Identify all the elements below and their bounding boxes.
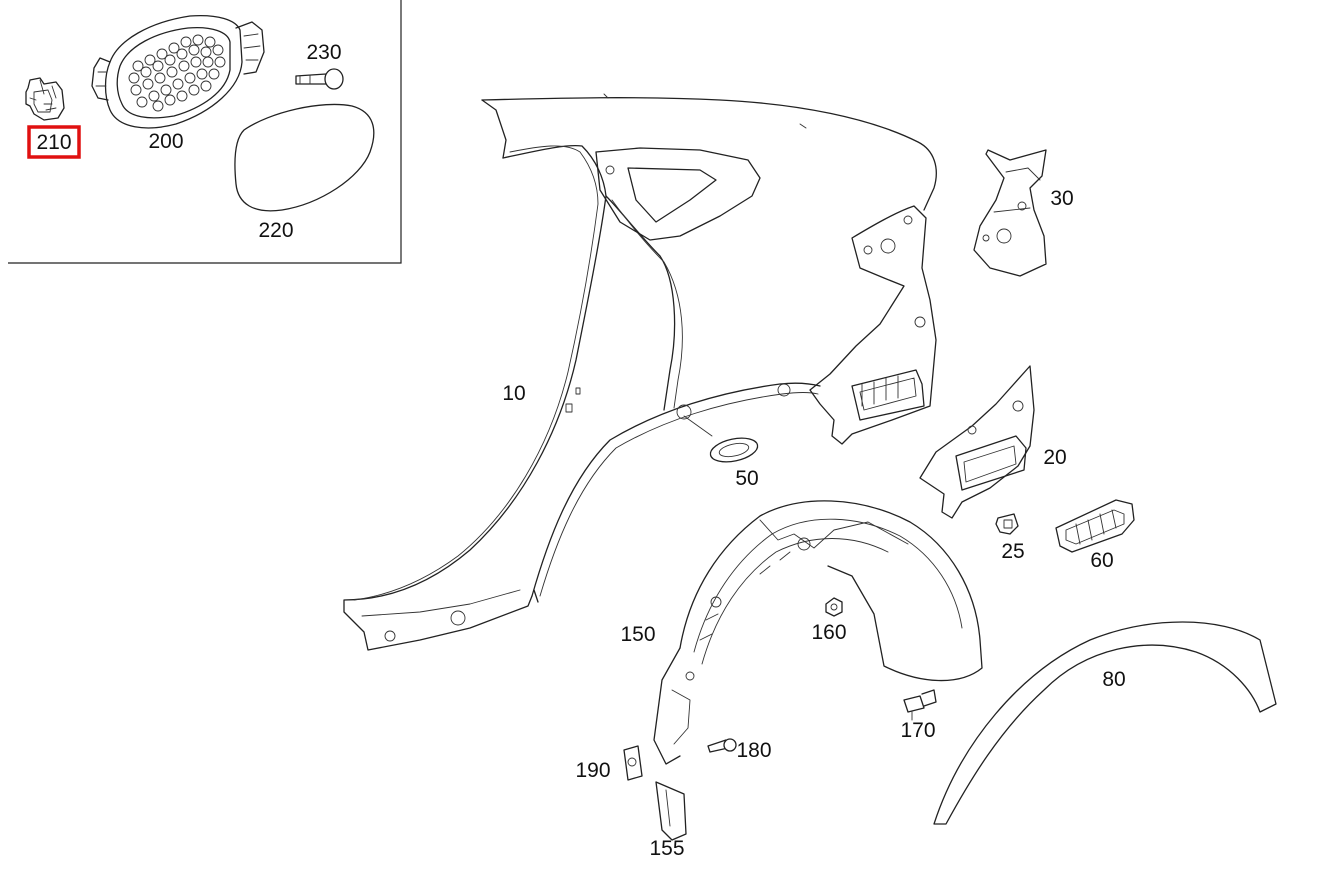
part-220-fuel-door[interactable]: [234, 103, 375, 212]
label-170[interactable]: 170: [900, 719, 935, 742]
part-230-bolt[interactable]: [295, 68, 344, 90]
label-50[interactable]: 50: [735, 467, 758, 490]
part-50-grommet[interactable]: [683, 415, 760, 466]
part-25-clip[interactable]: [995, 513, 1019, 535]
label-220[interactable]: 220: [258, 219, 293, 242]
label-150[interactable]: 150: [620, 623, 655, 646]
part-200-filler-housing[interactable]: [91, 14, 265, 129]
label-230[interactable]: 230: [306, 41, 341, 64]
label-180[interactable]: 180: [736, 739, 771, 762]
label-25[interactable]: 25: [1001, 540, 1024, 563]
part-180-screw[interactable]: [707, 738, 737, 753]
part-10-side-panel[interactable]: [343, 93, 937, 651]
inset-frame: [8, 0, 402, 264]
label-10[interactable]: 10: [502, 382, 525, 405]
part-10-rear-extension[interactable]: [809, 205, 937, 445]
part-80-wheel-arch-trim[interactable]: [933, 621, 1277, 825]
label-160[interactable]: 160: [811, 621, 846, 644]
highlight-box-210: [27, 125, 81, 159]
label-200[interactable]: 200: [148, 130, 183, 153]
label-80[interactable]: 80: [1102, 668, 1125, 691]
part-160-nut[interactable]: [825, 597, 843, 617]
part-20-bracket[interactable]: [919, 365, 1035, 519]
part-190-nut-clip[interactable]: [623, 745, 643, 781]
label-210[interactable]: 210: [36, 131, 71, 154]
label-60[interactable]: 60: [1090, 549, 1113, 572]
label-155[interactable]: 155: [649, 837, 684, 860]
part-150-wheel-arch-liner[interactable]: [653, 500, 983, 765]
part-155-mud-flap[interactable]: [655, 781, 687, 841]
main-labels: 10 30 20 50 25 60 150 160 80 170 180 190…: [502, 187, 1125, 860]
label-20[interactable]: 20: [1043, 446, 1066, 469]
part-30-bracket[interactable]: [973, 149, 1047, 277]
part-60-vent-grille[interactable]: [1055, 499, 1135, 553]
label-30[interactable]: 30: [1050, 187, 1073, 210]
inset-panel: 210 200 230 220: [8, 0, 402, 264]
part-210-actuator[interactable]: [25, 77, 65, 121]
label-190[interactable]: 190: [575, 759, 610, 782]
part-170-push-pin[interactable]: [903, 689, 937, 721]
